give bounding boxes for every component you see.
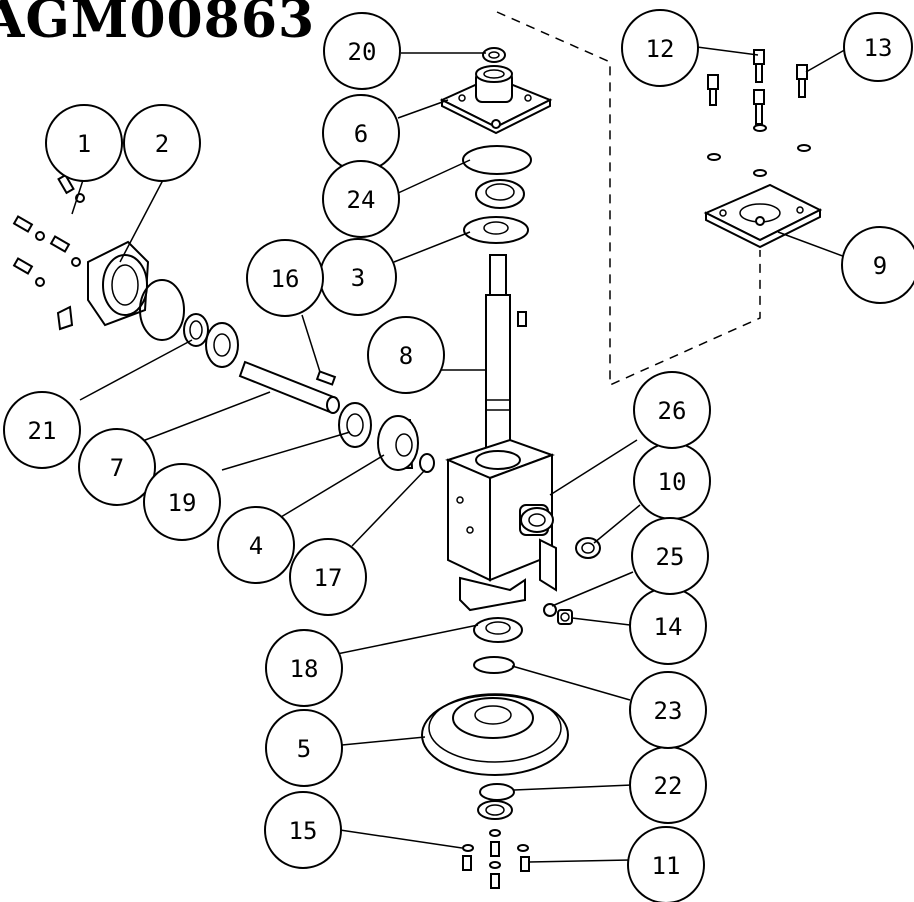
callout-17: 17 bbox=[289, 538, 367, 616]
part-circlip-17 bbox=[419, 453, 435, 473]
svg-text:14: 14 bbox=[654, 613, 683, 641]
svg-text:20: 20 bbox=[348, 38, 377, 66]
part-bearing-left bbox=[205, 322, 239, 368]
part-seal-22 bbox=[477, 783, 515, 820]
part-washers-plate bbox=[707, 124, 811, 177]
part-washers-15 bbox=[462, 829, 529, 869]
svg-text:4: 4 bbox=[249, 532, 263, 560]
svg-text:3: 3 bbox=[351, 264, 365, 292]
callout-20: 20 bbox=[323, 12, 401, 90]
callout-1: 1 bbox=[45, 104, 123, 182]
part-flange-2 bbox=[87, 240, 150, 327]
svg-text:26: 26 bbox=[658, 397, 687, 425]
svg-text:18: 18 bbox=[290, 655, 319, 683]
svg-text:5: 5 bbox=[297, 735, 311, 763]
assembly-guide-line bbox=[496, 11, 761, 387]
callout-23: 23 bbox=[629, 671, 707, 749]
part-plug-14 bbox=[557, 609, 573, 625]
part-washer-3 bbox=[463, 216, 529, 244]
callout-5: 5 bbox=[265, 709, 343, 787]
part-oring-23 bbox=[473, 656, 515, 674]
svg-text:2: 2 bbox=[155, 130, 169, 158]
svg-text:15: 15 bbox=[289, 817, 318, 845]
svg-text:9: 9 bbox=[873, 252, 887, 280]
callout-22: 22 bbox=[629, 746, 707, 824]
diagram-title: AGM00863 bbox=[0, 0, 316, 50]
callout-21: 21 bbox=[3, 391, 81, 469]
svg-text:11: 11 bbox=[652, 852, 681, 880]
svg-text:7: 7 bbox=[110, 454, 124, 482]
part-washer-25 bbox=[543, 603, 557, 617]
callout-18: 18 bbox=[265, 629, 343, 707]
callout-7: 7 bbox=[78, 428, 156, 506]
svg-text:1: 1 bbox=[77, 130, 91, 158]
svg-text:6: 6 bbox=[354, 120, 368, 148]
part-oring-2b bbox=[139, 279, 185, 341]
callout-6: 6 bbox=[322, 94, 400, 172]
part-oring-24 bbox=[462, 145, 532, 175]
svg-text:25: 25 bbox=[656, 543, 685, 571]
svg-text:10: 10 bbox=[658, 468, 687, 496]
part-cover-6 bbox=[439, 65, 553, 135]
callout-19: 19 bbox=[143, 463, 221, 541]
part-bolts-1 bbox=[12, 173, 85, 331]
svg-text:22: 22 bbox=[654, 772, 683, 800]
callout-11: 11 bbox=[627, 826, 705, 902]
callout-25: 25 bbox=[631, 517, 709, 595]
svg-text:8: 8 bbox=[399, 342, 413, 370]
svg-text:19: 19 bbox=[168, 489, 197, 517]
part-bearing-top bbox=[475, 179, 525, 209]
svg-text:17: 17 bbox=[314, 564, 343, 592]
part-seal-20 bbox=[482, 47, 506, 63]
part-shaft-8 bbox=[485, 254, 527, 451]
part-shaft-7 bbox=[238, 360, 340, 414]
part-gear-4 bbox=[377, 415, 419, 471]
callout-14: 14 bbox=[629, 587, 707, 665]
callout-2: 2 bbox=[123, 104, 201, 182]
part-bearing-18 bbox=[473, 617, 523, 643]
callout-26: 26 bbox=[633, 371, 711, 449]
callout-15: 15 bbox=[264, 791, 342, 869]
part-gearbox-housing-26 bbox=[445, 438, 557, 612]
part-bearing-19 bbox=[338, 402, 372, 448]
svg-text:21: 21 bbox=[28, 417, 57, 445]
callout-16: 16 bbox=[246, 239, 324, 317]
callout-10: 10 bbox=[633, 442, 711, 520]
svg-text:12: 12 bbox=[646, 35, 675, 63]
svg-text:23: 23 bbox=[654, 697, 683, 725]
callout-3: 3 bbox=[319, 238, 397, 316]
callout-9: 9 bbox=[841, 226, 914, 304]
callout-8: 8 bbox=[367, 316, 445, 394]
svg-text:24: 24 bbox=[347, 186, 376, 214]
callout-4: 4 bbox=[217, 506, 295, 584]
leader-lines bbox=[71, 46, 849, 863]
part-seal-21 bbox=[183, 313, 209, 347]
part-plate-9 bbox=[703, 183, 823, 249]
part-bolts-11 bbox=[462, 841, 530, 889]
part-key-16 bbox=[315, 370, 337, 386]
callout-12: 12 bbox=[621, 9, 699, 87]
svg-text:16: 16 bbox=[271, 265, 300, 293]
callout-24: 24 bbox=[322, 160, 400, 238]
part-bolts-12-13 bbox=[707, 49, 808, 125]
callout-13: 13 bbox=[843, 12, 913, 82]
svg-text:13: 13 bbox=[864, 34, 893, 62]
part-disc-5 bbox=[421, 693, 569, 776]
